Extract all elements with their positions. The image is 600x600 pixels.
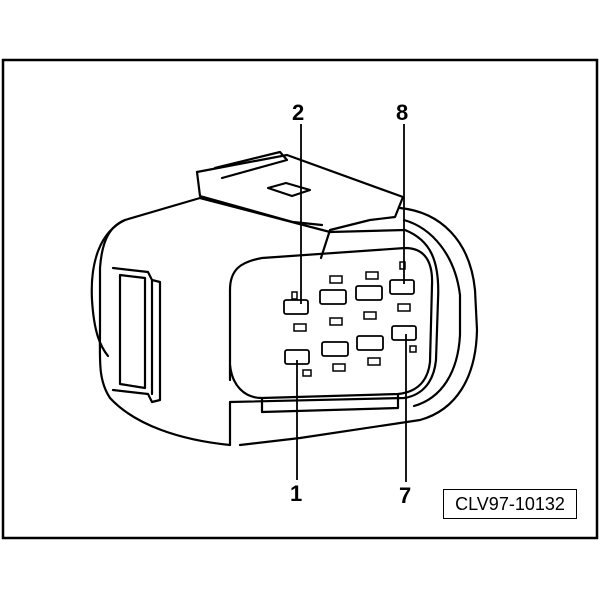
- slot: [399, 261, 406, 270]
- reference-code-box: CLV97-10132: [443, 489, 577, 519]
- slot: [332, 363, 346, 372]
- side-clip-inner: [118, 273, 147, 390]
- pin-label-7: 7: [399, 483, 412, 508]
- cavity: [319, 289, 347, 305]
- housing-rear-inner: [402, 218, 462, 408]
- cavity: [355, 285, 383, 301]
- slot: [397, 303, 411, 312]
- slot: [329, 317, 343, 326]
- cavity: [356, 335, 384, 351]
- housing-front-outline: [98, 196, 440, 447]
- slot: [409, 345, 417, 353]
- figure-border: [1, 58, 599, 540]
- pin-label-8: 8: [396, 100, 409, 125]
- pin-label-2: 2: [292, 100, 305, 125]
- cavity-row-top: [283, 279, 415, 315]
- latch-top: [195, 153, 405, 260]
- housing-rear-outline: [238, 206, 479, 447]
- slot: [302, 369, 312, 377]
- latch-window: [266, 181, 312, 198]
- slot: [365, 271, 379, 280]
- reference-code: CLV97-10132: [455, 493, 565, 514]
- slot: [291, 291, 298, 300]
- housing-bottom-ledge: [228, 363, 400, 414]
- cavity-row-bottom: [284, 325, 417, 365]
- latch-top-ridge: [213, 150, 289, 180]
- slot: [363, 311, 377, 320]
- cavity: [391, 325, 417, 341]
- housing-front-face: [228, 246, 434, 400]
- slot: [293, 323, 307, 332]
- side-clip: [111, 266, 162, 404]
- contact-cavities: [283, 261, 417, 377]
- cavity: [321, 341, 349, 357]
- cavity: [283, 299, 309, 315]
- slot: [367, 357, 381, 366]
- pin-label-1: 1: [290, 481, 303, 506]
- cavity: [389, 279, 415, 295]
- slot: [329, 275, 343, 284]
- latch-top-front: [195, 170, 324, 227]
- small-slots: [291, 261, 417, 377]
